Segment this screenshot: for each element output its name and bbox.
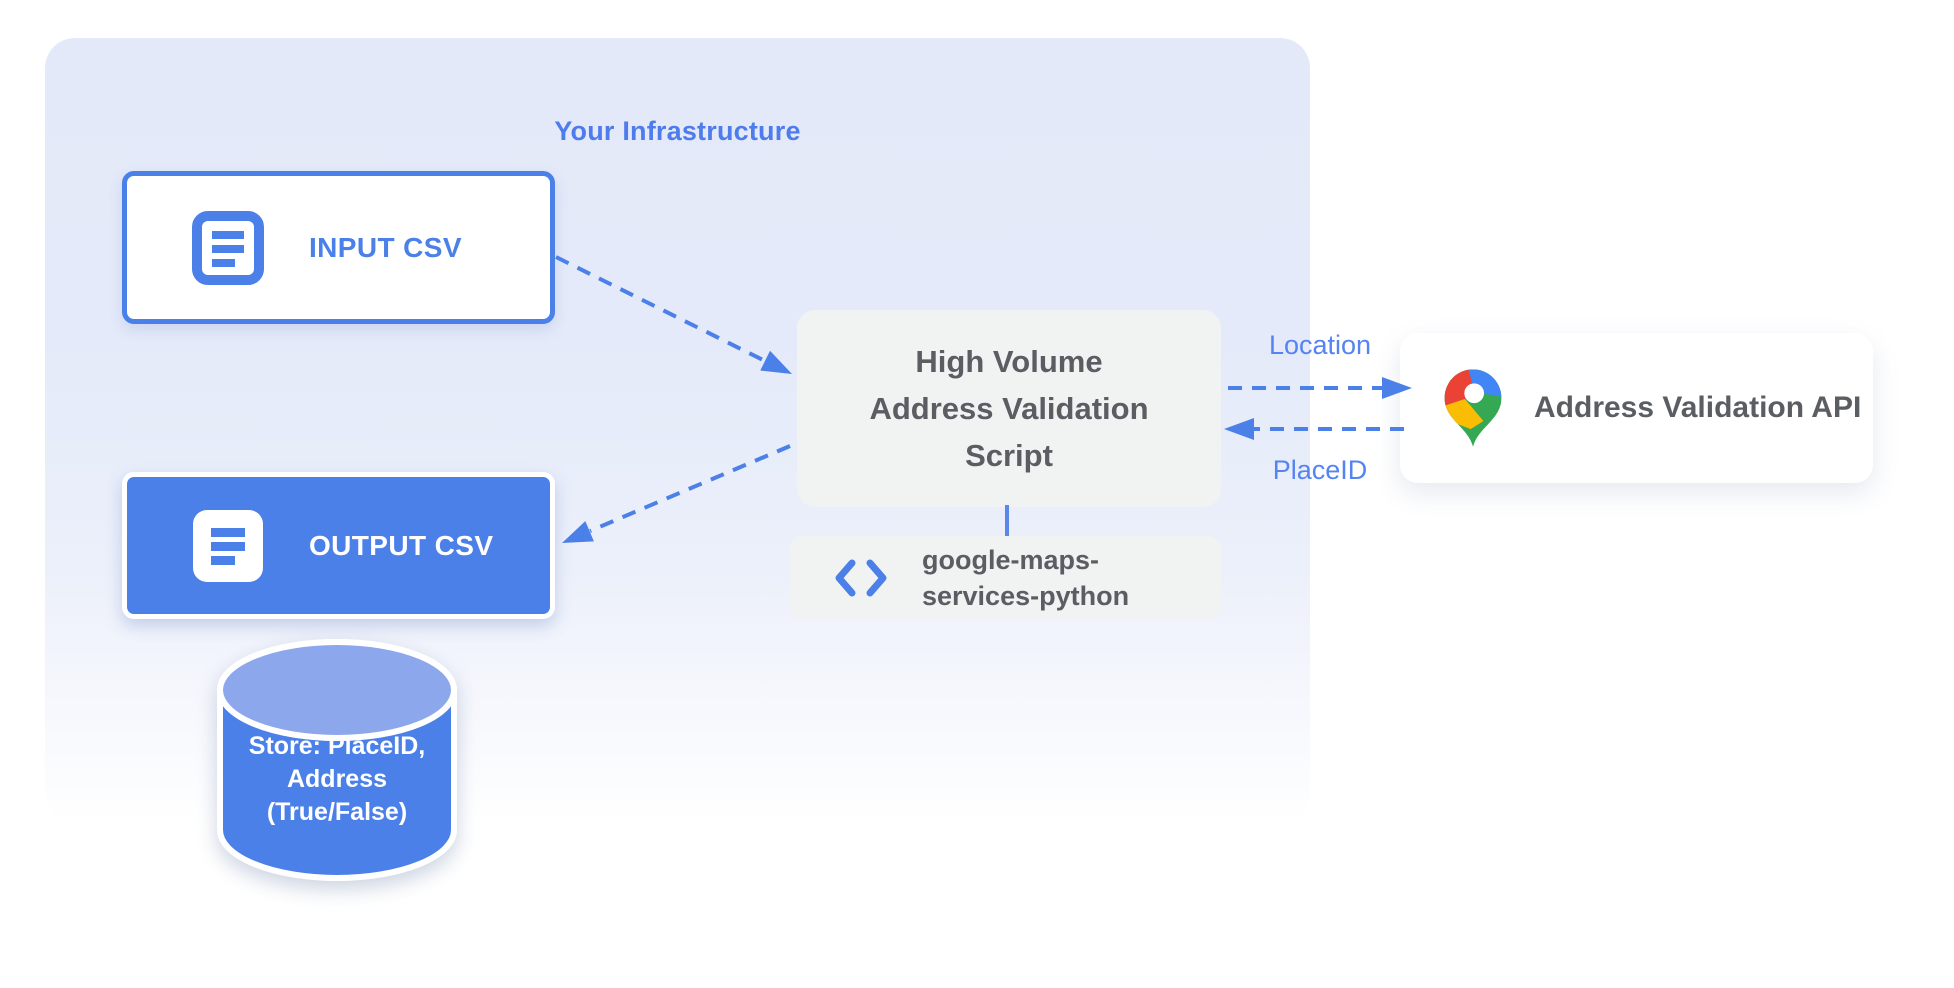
placeid-edge-label: PlaceID xyxy=(1272,455,1368,485)
output-csv-label: OUTPUT CSV xyxy=(309,529,494,561)
code-icon xyxy=(835,559,887,596)
library-node: google-maps- services-python xyxy=(790,536,1221,619)
datastore-line: Store: PlaceID, xyxy=(248,732,426,760)
script-node: High Volume Address Validation Script xyxy=(797,310,1221,507)
input-csv-label: INPUT CSV xyxy=(309,231,462,263)
datastore-label: Store: PlaceID, Address (True/False) xyxy=(210,730,464,829)
database-cylinder-icon xyxy=(217,639,457,881)
library-label-line: google-maps- xyxy=(922,544,1100,575)
infrastructure-title: Your Infrastructure xyxy=(554,116,801,146)
script-library-connector xyxy=(1005,505,1009,538)
output-csv-node: OUTPUT CSV xyxy=(122,472,555,619)
datastore-line: Address xyxy=(286,765,388,793)
library-label: google-maps- services-python xyxy=(922,542,1129,614)
address-validation-api-node: Address Validation API xyxy=(1400,333,1873,483)
datastore-line: (True/False) xyxy=(266,798,408,826)
address-validation-api-label: Address Validation API xyxy=(1534,391,1862,424)
document-icon xyxy=(193,509,263,582)
location-edge-label: Location xyxy=(1268,330,1372,360)
input-csv-node: INPUT CSV xyxy=(122,171,555,324)
script-label-line: Address Validation xyxy=(869,391,1149,426)
library-label-line: services-python xyxy=(922,580,1130,611)
google-maps-pin-icon xyxy=(1444,369,1502,447)
script-label-line: Script xyxy=(965,438,1053,473)
document-icon xyxy=(192,210,264,285)
script-label-line: High Volume xyxy=(915,344,1103,379)
